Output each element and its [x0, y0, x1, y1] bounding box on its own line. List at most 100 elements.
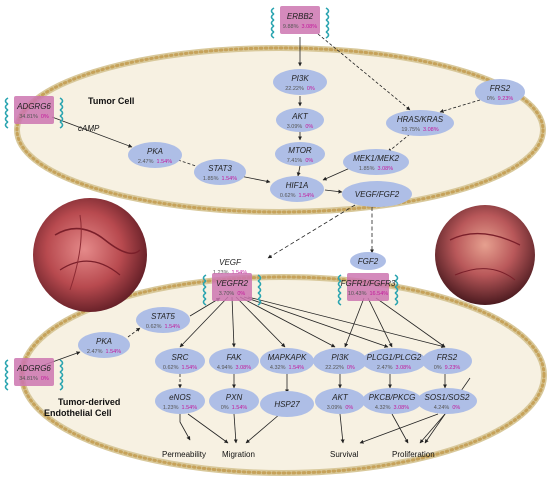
pct-primary: 4.94%	[217, 365, 233, 371]
node-vegf_fgf2-tumor[interactable]: VEGF/FGF2	[342, 181, 412, 207]
node-shape	[417, 388, 477, 414]
node-name: eNOS	[169, 393, 191, 402]
receptor-helix	[270, 7, 330, 39]
edge-vegf-secretion	[267, 204, 356, 259]
node-shape	[350, 252, 386, 270]
pct-secondary: 3.08%	[423, 127, 439, 133]
node-percentages: 2.47%1.54%	[138, 159, 172, 165]
node-enos-endo[interactable]: eNOS 1.23%1.54%	[155, 388, 205, 414]
node-shape	[276, 108, 324, 132]
node-percentages: 34.81%0%	[19, 114, 49, 120]
node-name: STAT5	[151, 312, 175, 321]
edge-sos-survival	[359, 413, 439, 444]
node-sos-endo[interactable]: SOS1/SOS2 4.24%0%	[417, 388, 477, 414]
node-adgrg6-tumor[interactable]: ADGRG6 34.81%0%	[4, 96, 64, 129]
endo-cell-label-line1: Tumor-derived	[58, 397, 120, 407]
node-shape	[78, 332, 130, 358]
pct-primary: 22.22%	[325, 365, 344, 371]
edge-enos-permeability	[179, 414, 191, 441]
node-name: STAT3	[208, 164, 232, 173]
edge-stat3-hif1a	[239, 175, 271, 184]
pct-secondary: 0%	[41, 114, 49, 120]
pct-secondary: 3.08%	[394, 405, 410, 411]
node-fgf2-endo[interactable]: FGF2	[350, 252, 386, 270]
edge-sos-proliferation	[419, 413, 446, 444]
edge-fgfr-frs2	[375, 297, 446, 348]
pct-secondary: 1.54%	[106, 349, 122, 355]
node-percentages: 2.47%1.54%	[87, 349, 121, 355]
node-percentages: 0.62%1.54%	[163, 365, 197, 371]
pct-secondary: 0%	[452, 405, 460, 411]
node-name: SOS1/SOS2	[425, 393, 470, 402]
node-shape	[136, 307, 190, 333]
pct-secondary: 1.54%	[299, 193, 315, 199]
node-name: MEK1/MEK2	[353, 154, 399, 163]
node-shape	[475, 79, 525, 105]
node-percentages: 3.70%0%	[219, 291, 246, 297]
pct-secondary: 0%	[307, 86, 315, 92]
outcome-proliferation: Proliferation	[392, 450, 435, 459]
pct-primary: 0.62%	[163, 365, 179, 371]
tumor-cell-membrane-dots	[15, 46, 545, 214]
node-shape	[343, 149, 409, 175]
pct-secondary: 3.08%	[236, 365, 252, 371]
pct-secondary: 3.08%	[302, 24, 318, 30]
node-name: MAPKAPK	[268, 353, 307, 362]
pct-primary: 34.81%	[19, 376, 38, 382]
pct-secondary: 3.08%	[396, 365, 412, 371]
node-name: ADGRG6	[16, 102, 51, 111]
edge-vegfr2-src	[179, 296, 229, 348]
node-shape	[128, 142, 182, 168]
node-percentages: 3.09%0%	[287, 124, 314, 130]
tumor-cell-label: Tumor Cell	[88, 96, 134, 106]
node-name: PXN	[226, 393, 243, 402]
node-name: AKT	[331, 393, 349, 402]
pct-primary: 0%	[221, 405, 229, 411]
node-erbb2-tumor[interactable]: ERBB2 9.88%3.08%	[270, 6, 330, 39]
pct-primary: 9.88%	[283, 24, 299, 30]
node-name: MTOR	[288, 146, 312, 155]
node-percentages: 4.94%3.08%	[217, 365, 251, 371]
node-name: ERBB2	[287, 12, 314, 21]
node-hsp27-endo[interactable]: HSP27	[260, 391, 314, 417]
node-fak-endo[interactable]: FAK 4.94%3.08%	[209, 348, 259, 374]
pct-primary: 4.24%	[434, 405, 450, 411]
node-percentages: 1.23%1.54%	[163, 405, 197, 411]
node-shape	[313, 348, 367, 374]
pct-primary: 1.85%	[359, 166, 375, 172]
edge-pka-stat5	[127, 327, 141, 338]
node-name: FGFR1/FGFR3	[341, 279, 396, 288]
node-shape	[194, 159, 246, 185]
node-name: HIF1A	[286, 181, 309, 190]
node-shape	[422, 348, 472, 374]
pct-secondary: 1.54%	[182, 365, 198, 371]
node-percentages: 22.22%0%	[285, 86, 315, 92]
node-name: HRAS/KRAS	[397, 115, 444, 124]
node-shape	[275, 142, 325, 166]
pct-primary: 7.41%	[287, 158, 303, 164]
node-name: FAK	[227, 353, 243, 362]
